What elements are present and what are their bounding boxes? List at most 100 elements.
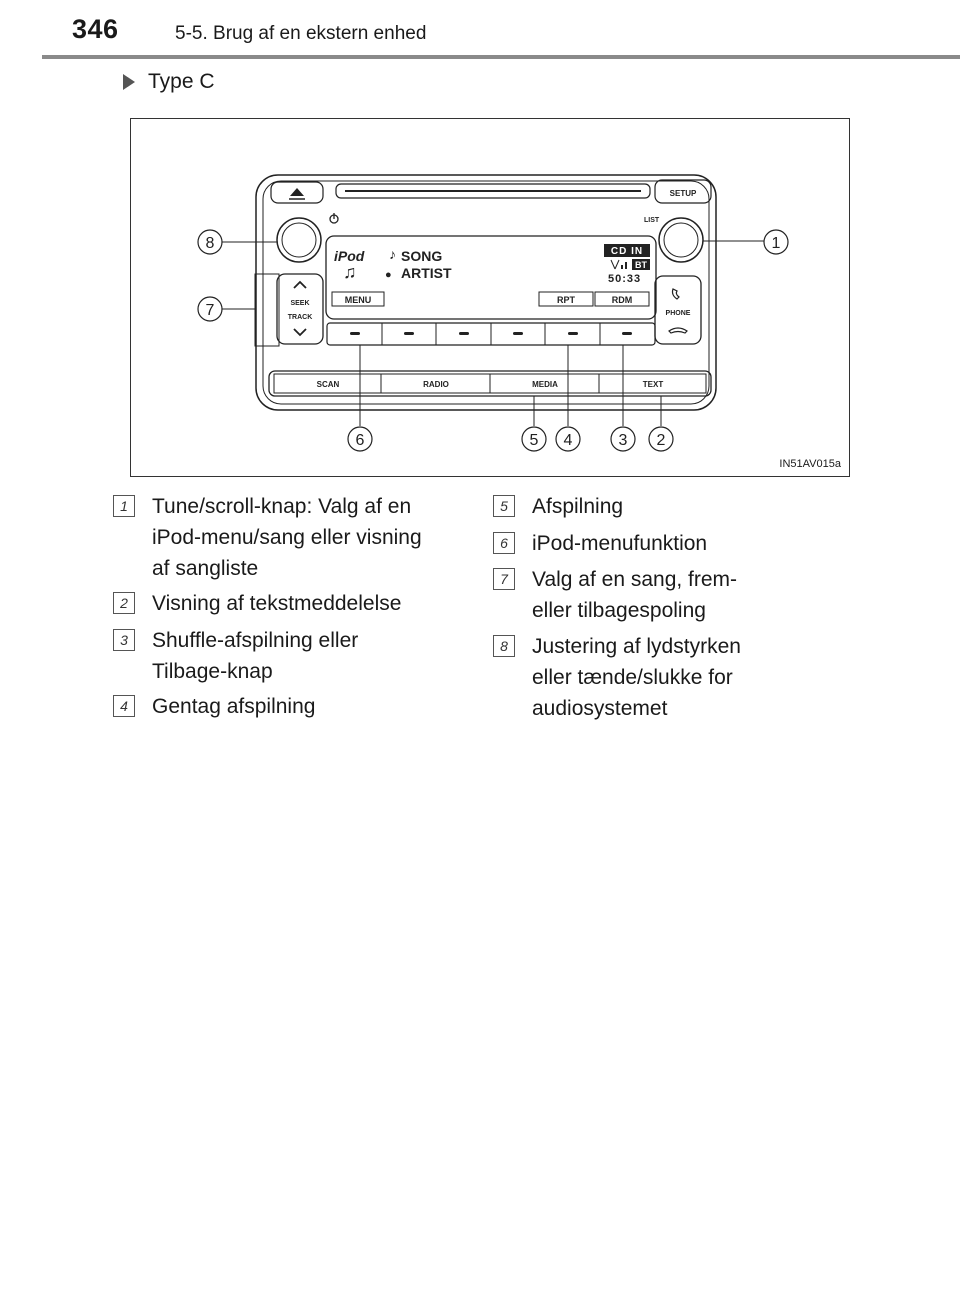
volume-power-knob[interactable] — [276, 217, 322, 263]
audio-unit-illustration: SETUP LIST iPod ♪ SONG ♫ ● ARTIST CD IN — [197, 174, 789, 452]
section-title: 5-5. Brug af en ekstern enhed — [175, 23, 427, 44]
seek-track-button[interactable] — [276, 273, 324, 345]
legend-line: Shuffle-afspilning eller — [152, 629, 359, 652]
media-label: MEDIA — [532, 380, 558, 389]
legend-number: 3 — [113, 629, 135, 651]
phone-off-hook-icon — [671, 288, 680, 300]
unit-bezel-inner — [262, 180, 710, 405]
tune-scroll-knob[interactable] — [658, 217, 704, 263]
callout-4: 4 — [555, 426, 581, 452]
legend-item-1: 1 Tune/scroll-knap: Valg af en iPod-menu… — [113, 491, 422, 584]
cd-slot — [335, 183, 651, 199]
seek-label: SEEK — [290, 300, 309, 307]
rpt-softkey — [538, 291, 594, 307]
callout-4-label: 4 — [564, 432, 573, 449]
seek-track-bracket — [254, 273, 280, 347]
display-artist: ARTIST — [401, 265, 452, 281]
type-heading: Type C — [123, 70, 215, 94]
legend-number: 2 — [113, 592, 135, 614]
preset-buttons[interactable] — [326, 322, 656, 346]
media-button[interactable]: MEDIA — [489, 373, 600, 394]
callout-1: 1 — [763, 229, 789, 255]
legend-line: Justering af lydstyrken — [532, 635, 741, 658]
display-time: 50:33 — [608, 273, 641, 285]
legend-text: Visning af tekstmeddelelse — [152, 588, 401, 619]
legend-item-7: 7 Valg af en sang, frem- eller tilbagesp… — [493, 564, 737, 626]
display-song: SONG — [401, 248, 442, 264]
scan-button[interactable]: SCAN — [273, 373, 382, 394]
callout-5-label: 5 — [530, 432, 539, 449]
display-menu: MENU — [345, 295, 372, 305]
legend-line: eller tænde/slukke for — [532, 666, 733, 689]
callout-2-label: 2 — [657, 432, 666, 449]
legend-line: iPod-menufunktion — [532, 532, 708, 555]
callout-6: 6 — [347, 426, 373, 452]
legend-number: 1 — [113, 495, 135, 517]
cd-in-badge-bg — [604, 244, 650, 257]
display-cd-in: CD IN — [611, 246, 643, 257]
callout-leaders — [222, 240, 776, 426]
legend-line: audiosystemet — [532, 697, 668, 720]
bottom-button-row — [268, 370, 712, 397]
legend-item-4: 4 Gentag afspilning — [113, 691, 315, 722]
legend-text: Valg af en sang, frem- eller tilbagespol… — [532, 564, 737, 626]
scan-label: SCAN — [317, 380, 340, 389]
text-label: TEXT — [643, 380, 664, 389]
legend-text: Tune/scroll-knap: Valg af en iPod-menu/s… — [152, 491, 422, 584]
radio-label: RADIO — [423, 380, 449, 389]
legend-item-5: 5 Afspilning — [493, 491, 623, 522]
legend-line: Afspilning — [532, 495, 624, 518]
phone-label: PHONE — [666, 310, 691, 317]
legend-line: Valg af en sang, frem- — [532, 568, 738, 591]
setup-label: SETUP — [670, 189, 697, 198]
header-rule — [42, 55, 960, 59]
callout-8: 8 — [197, 229, 223, 255]
legend-line: Tune/scroll-knap: Valg af en — [152, 495, 412, 518]
legend-number: 7 — [493, 568, 515, 590]
callout-3-label: 3 — [619, 432, 628, 449]
rdm-softkey — [594, 291, 650, 307]
legend-item-8: 8 Justering af lydstyrken eller tænde/sl… — [493, 631, 741, 724]
callout-2: 2 — [648, 426, 674, 452]
legend-text: Afspilning — [532, 491, 623, 522]
music-notes-icon: ♫ — [343, 262, 357, 282]
signal-icon — [610, 259, 627, 270]
callout-7-label: 7 — [206, 302, 215, 319]
eject-icon — [290, 188, 304, 196]
display-rpt: RPT — [557, 295, 576, 305]
display-source: iPod — [334, 248, 365, 264]
type-label: Type C — [148, 70, 215, 93]
music-note-icon: ♪ — [389, 246, 396, 262]
callout-1-label: 1 — [772, 235, 781, 252]
legend-line: iPod-menu/sang eller visning — [152, 526, 422, 549]
legend-line: Gentag afspilning — [152, 695, 316, 718]
audio-unit-figure: SETUP LIST iPod ♪ SONG ♫ ● ARTIST CD IN — [130, 118, 850, 477]
callout-8-label: 8 — [206, 235, 215, 252]
unit-bezel — [255, 174, 717, 411]
legend-item-3: 3 Shuffle-afspilning eller Tilbage-knap — [113, 625, 358, 687]
text-button[interactable]: TEXT — [598, 373, 707, 394]
legend-line: Visning af tekstmeddelelse — [152, 592, 402, 615]
legend-line: af sangliste — [152, 557, 259, 580]
menu-softkey — [331, 291, 385, 307]
eject-button[interactable] — [270, 181, 324, 204]
callout-7: 7 — [197, 296, 223, 322]
callout-3: 3 — [610, 426, 636, 452]
page-number: 346 — [72, 14, 119, 44]
display-bt: BT — [635, 260, 647, 270]
radio-button[interactable]: RADIO — [380, 373, 491, 394]
callout-6-label: 6 — [356, 432, 365, 449]
figure-id: IN51AV015a — [779, 458, 841, 470]
legend-line: Tilbage-knap — [152, 660, 273, 683]
bt-badge-bg — [632, 259, 650, 270]
legend-number: 4 — [113, 695, 135, 717]
phone-hang-up-icon — [668, 327, 688, 334]
legend-number: 8 — [493, 635, 515, 657]
list-label: LIST — [644, 217, 660, 224]
setup-button[interactable]: SETUP — [654, 179, 712, 204]
legend-text: Gentag afspilning — [152, 691, 315, 722]
phone-button[interactable] — [654, 275, 702, 345]
legend-number: 6 — [493, 532, 515, 554]
legend-text: iPod-menufunktion — [532, 528, 707, 559]
legend-line: eller tilbagespoling — [532, 599, 706, 622]
